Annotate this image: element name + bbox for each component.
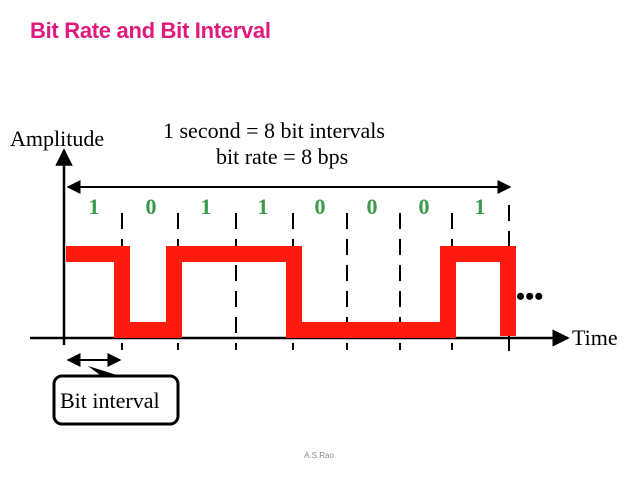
caption-line-2: bit rate = 8 bps [216, 144, 348, 169]
bit-digit: 1 [89, 194, 100, 219]
bit-interval-box [52, 374, 180, 426]
caption-line-1: 1 second = 8 bit intervals [163, 118, 385, 143]
bit-digit: 0 [146, 194, 157, 219]
bit-digits: 1 0 1 1 0 0 0 1 [89, 194, 486, 219]
time-label: Time [572, 325, 618, 350]
bit-digit: 0 [315, 194, 326, 219]
bit-digit: 1 [475, 194, 486, 219]
bit-interval-label: Bit interval [60, 388, 160, 413]
amplitude-label: Amplitude [10, 126, 104, 151]
bit-digit: 1 [201, 194, 212, 219]
bit-digit: 0 [419, 194, 430, 219]
slide-title: Bit Rate and Bit Interval [30, 18, 271, 43]
continuation-dots: ••• [516, 282, 543, 311]
bit-digit: 1 [258, 194, 269, 219]
footer-credit: A.S.Rao [304, 451, 334, 460]
digital-signal [66, 246, 516, 338]
bit-digit: 0 [367, 194, 378, 219]
